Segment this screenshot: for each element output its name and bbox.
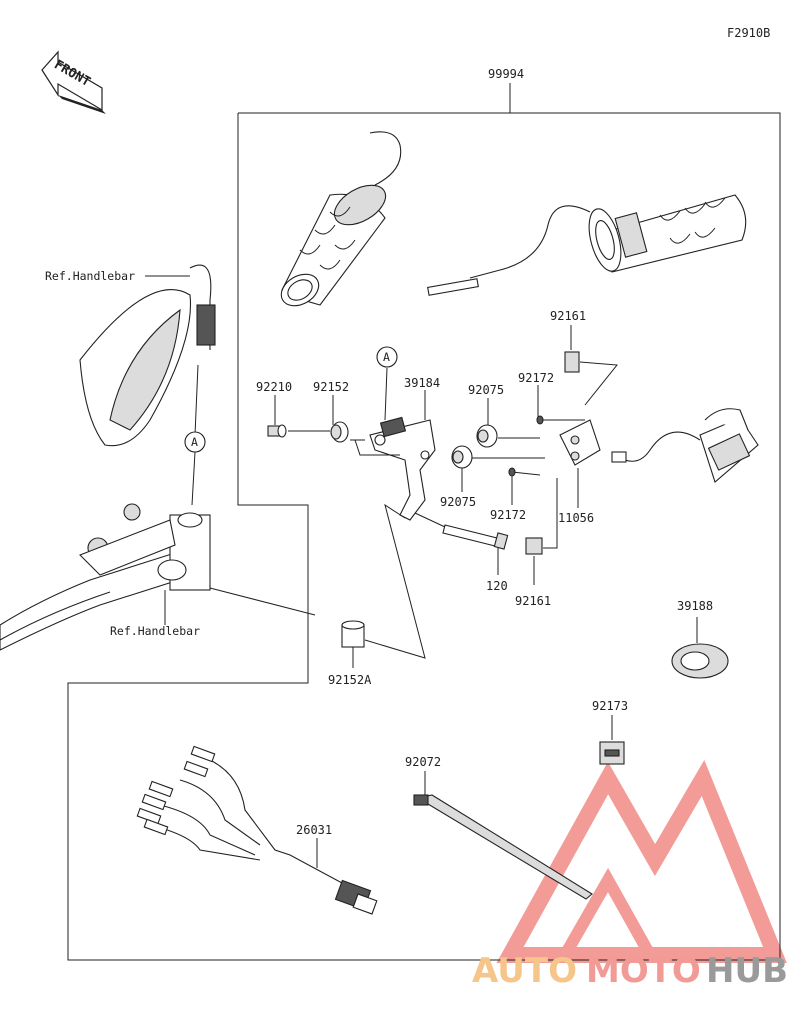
part-26031: 26031 bbox=[296, 823, 332, 837]
part-11056: 11056 bbox=[558, 511, 594, 525]
part-92075-bot: 92075 bbox=[440, 495, 476, 509]
grommet-92075-top bbox=[476, 398, 540, 448]
part-92210: 92210 bbox=[256, 380, 292, 394]
left-heated-grip bbox=[280, 131, 402, 307]
ring-39188 bbox=[671, 617, 729, 679]
part-92161-top: 92161 bbox=[550, 309, 586, 323]
nut-92210 bbox=[267, 395, 330, 438]
watermark-text: AUTO MOTO HUB bbox=[472, 951, 788, 991]
part-92152: 92152 bbox=[313, 380, 349, 394]
ref-label-2: Ref.Handlebar bbox=[110, 624, 200, 638]
front-arrow: FRONT bbox=[41, 50, 106, 114]
collar-92152 bbox=[330, 395, 349, 443]
bracket-39184 bbox=[350, 390, 436, 521]
watermark-auto: AUTO bbox=[472, 951, 577, 991]
bolt-120 bbox=[414, 512, 509, 575]
watermark-logo bbox=[496, 759, 787, 963]
pad-92161-top bbox=[564, 325, 618, 406]
part-92161-bot: 92161 bbox=[515, 594, 551, 608]
collar-92152A bbox=[341, 503, 426, 668]
pad-92161-bot bbox=[525, 478, 558, 585]
part-92172-bot: 92172 bbox=[490, 508, 526, 522]
part-120: 120 bbox=[486, 579, 508, 593]
mirror-assembly: Ref.Handlebar A bbox=[45, 264, 216, 506]
wiring-harness-26031 bbox=[136, 745, 378, 915]
screw-92172-top bbox=[536, 385, 585, 425]
svg-text:A: A bbox=[383, 350, 390, 364]
kit-outline bbox=[67, 112, 781, 961]
watermark-hub: HUB bbox=[706, 951, 788, 991]
screw-92172-bot bbox=[508, 467, 541, 505]
right-heated-grip bbox=[427, 194, 747, 296]
callout-a-2: A bbox=[376, 346, 398, 421]
kit-number: 99994 bbox=[488, 67, 524, 81]
part-39184: 39184 bbox=[404, 376, 440, 390]
part-92075-top: 92075 bbox=[468, 383, 504, 397]
callout-a-1: A bbox=[191, 435, 198, 449]
clamp-92173 bbox=[599, 715, 625, 765]
grommet-92075-bot bbox=[451, 445, 545, 492]
part-39188: 39188 bbox=[677, 599, 713, 613]
cable-tie-92072 bbox=[413, 771, 593, 900]
lever-assembly: Ref.Handlebar bbox=[0, 503, 316, 651]
part-92152A: 92152A bbox=[328, 673, 372, 687]
part-92172-top: 92172 bbox=[518, 371, 554, 385]
watermark-moto: MOTO bbox=[586, 951, 701, 991]
part-92072: 92072 bbox=[405, 755, 441, 769]
figure-code: F2910B bbox=[727, 26, 770, 40]
ref-label-1: Ref.Handlebar bbox=[45, 269, 135, 283]
bracket-11056 bbox=[559, 419, 601, 508]
part-92173: 92173 bbox=[592, 699, 628, 713]
heater-controller bbox=[611, 408, 759, 483]
